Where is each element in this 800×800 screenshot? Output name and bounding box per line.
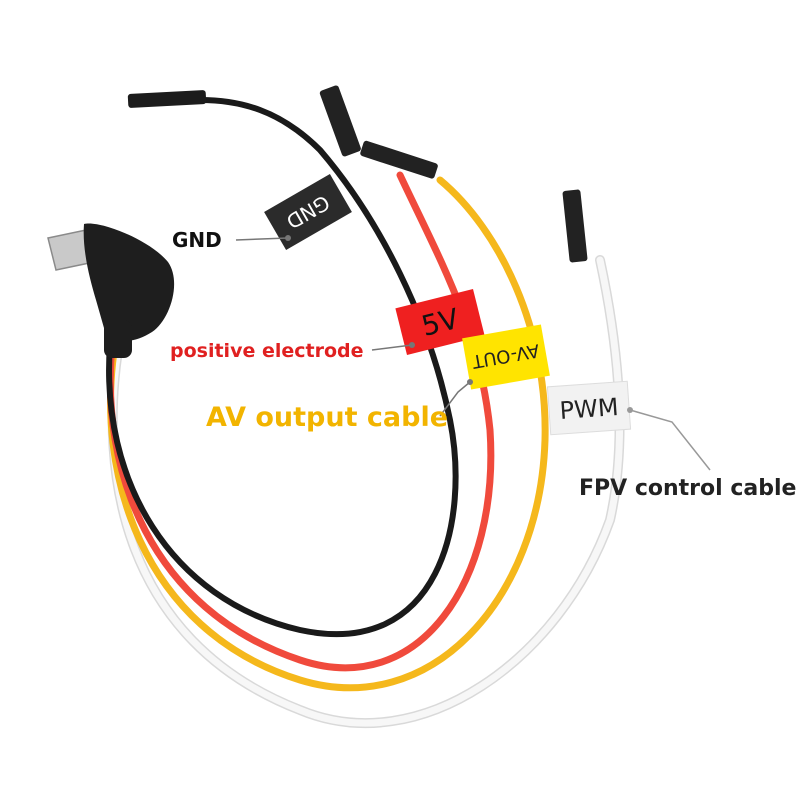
fpv-control-cable-callout: FPV control cable (579, 476, 797, 501)
yellow-wire (107, 176, 549, 692)
gnd-leader-dot (285, 235, 291, 241)
av-output-cable-callout: AV output cable (206, 402, 449, 433)
pwm-tag: PWM (546, 380, 632, 436)
red-connector (319, 85, 361, 157)
black-wire (106, 97, 459, 638)
pwm-tag-text: PWM (559, 393, 620, 425)
usb-plug (47, 223, 175, 358)
gnd-tag: GND (264, 173, 352, 251)
av-out-tag: AV-OUT (462, 324, 550, 390)
white-wire (107, 255, 625, 729)
fpv-leader-line (629, 409, 711, 471)
white-connector (562, 189, 588, 263)
gnd-leader-line (235, 237, 289, 241)
av-leader-dot (467, 379, 473, 385)
yellow-connector (360, 140, 438, 179)
av-leader-line (439, 381, 471, 417)
positive-electrode-callout: positive electrode (170, 340, 364, 362)
gnd-callout: GND (172, 228, 222, 252)
positive-leader-dot (409, 342, 415, 348)
fpv-leader-dot (627, 407, 633, 413)
black-connector (127, 90, 207, 108)
positive-leader-line (371, 344, 413, 351)
